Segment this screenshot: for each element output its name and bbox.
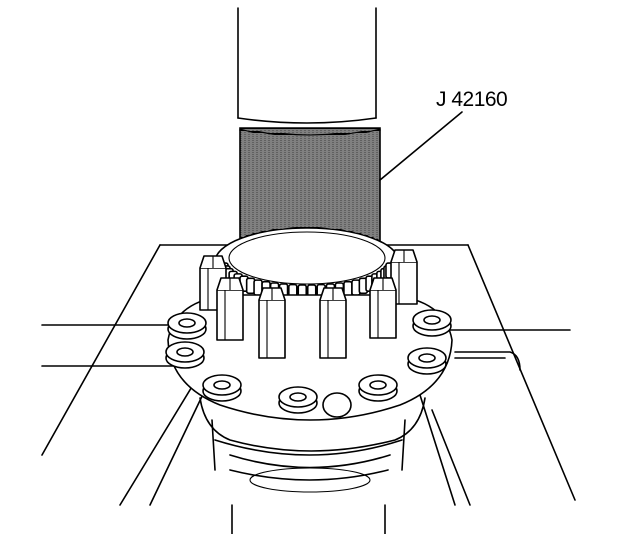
wheel-stud [369, 277, 397, 339]
hub-flange [167, 294, 453, 452]
lug-hole [167, 312, 207, 340]
callout-leader-line [379, 111, 463, 181]
tool-callout-label: J 42160 [436, 88, 508, 111]
wheel-stud [319, 287, 347, 359]
press-ram [237, 7, 377, 124]
sensor-plug [322, 392, 352, 418]
wheel-studs [199, 249, 418, 359]
lug-hole [358, 374, 398, 402]
lug-hole [278, 386, 318, 414]
lug-hole [202, 374, 242, 402]
wheel-stud [258, 287, 286, 359]
lug-hole [407, 347, 447, 375]
press-bed [41, 244, 576, 506]
flange-lug-holes [165, 309, 452, 418]
wheel-stud [390, 249, 418, 305]
wheel-stud [216, 277, 244, 341]
lug-hole [165, 341, 205, 369]
lug-hole [412, 309, 452, 337]
hub-body [211, 419, 406, 534]
